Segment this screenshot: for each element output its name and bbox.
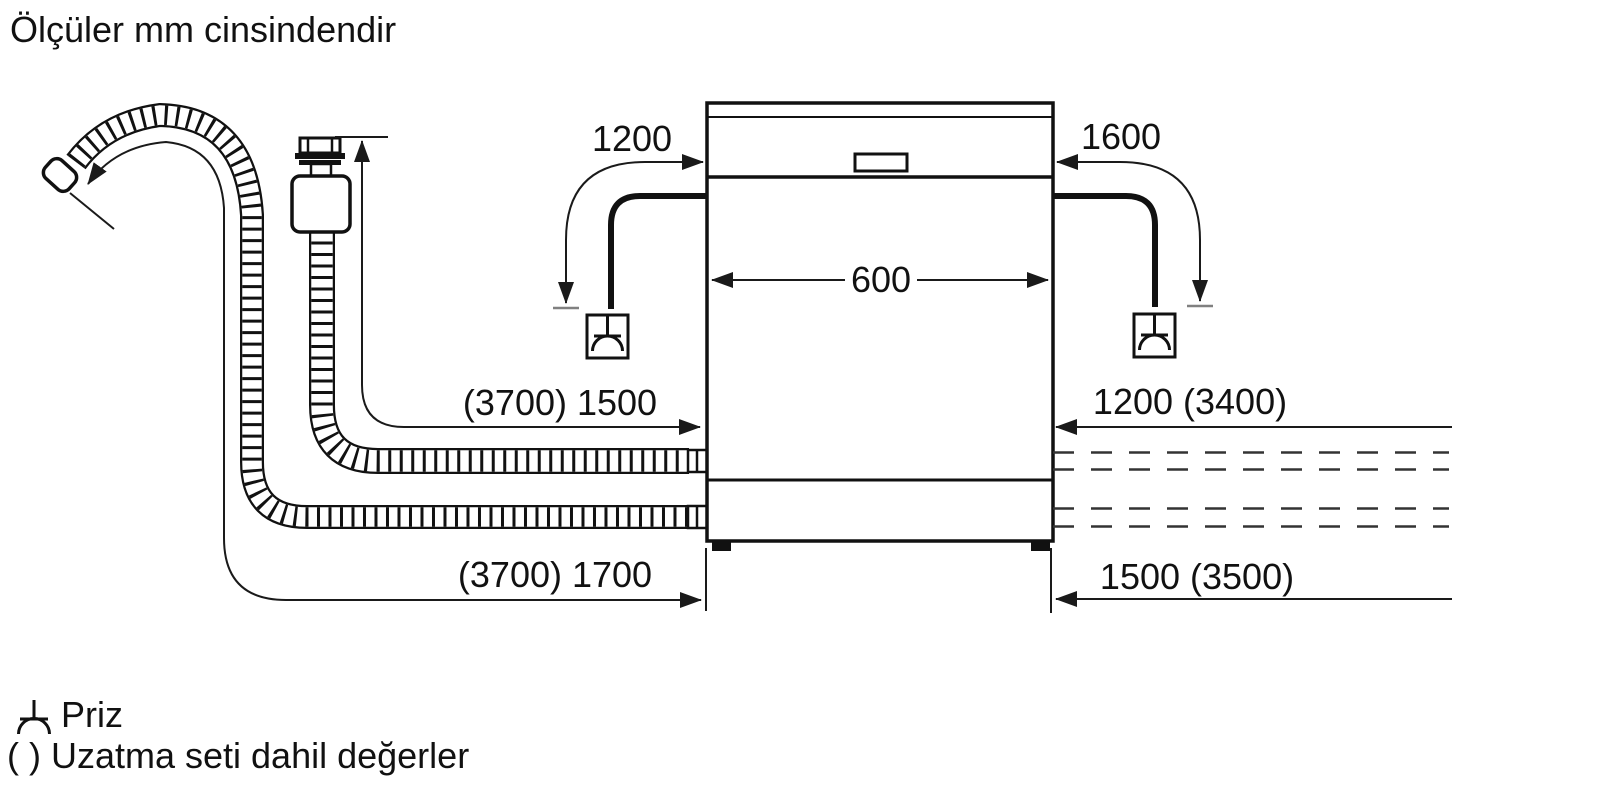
- right-foot: [1031, 541, 1050, 551]
- dim-label-width: 600: [851, 259, 911, 300]
- dishwasher-body: [705, 101, 1055, 551]
- right-power-socket-icon: [1132, 312, 1177, 359]
- door-handle: [853, 152, 909, 173]
- dim-label-cord-left: 1200: [592, 118, 672, 159]
- left-power-cord: [608, 193, 707, 309]
- dim-label-supply-left: (3700) 1500: [463, 382, 657, 423]
- drain-hose-end-cap: [41, 156, 79, 194]
- left-foot: [712, 541, 731, 551]
- dim-label-supply-right: 1200 (3400): [1093, 381, 1287, 422]
- dim-label-drain-left: (3700) 1700: [458, 554, 652, 595]
- valve-body: [290, 174, 352, 234]
- left-power-socket-icon: [585, 313, 630, 360]
- dim-label-drain-right: 1500 (3500): [1100, 556, 1294, 597]
- aquastop-valve: [290, 136, 352, 234]
- socket-legend-icon: [17, 700, 51, 735]
- dim-label-cord-right: 1600: [1081, 116, 1161, 157]
- right-power-cord: [1053, 193, 1158, 307]
- legend: Priz ( ) Uzatma seti dahil değerler: [7, 694, 469, 776]
- legend-socket-label: Priz: [61, 694, 123, 735]
- dimension-lines: [69, 136, 1452, 613]
- legend-extension-note: ( ) Uzatma seti dahil değerler: [7, 735, 469, 776]
- valve-washer: [295, 153, 345, 159]
- page-title: Ölçüler mm cinsindendir: [10, 9, 396, 50]
- right-hose-dashed-lines: [1053, 451, 1449, 528]
- hose-end-tick: [69, 192, 115, 230]
